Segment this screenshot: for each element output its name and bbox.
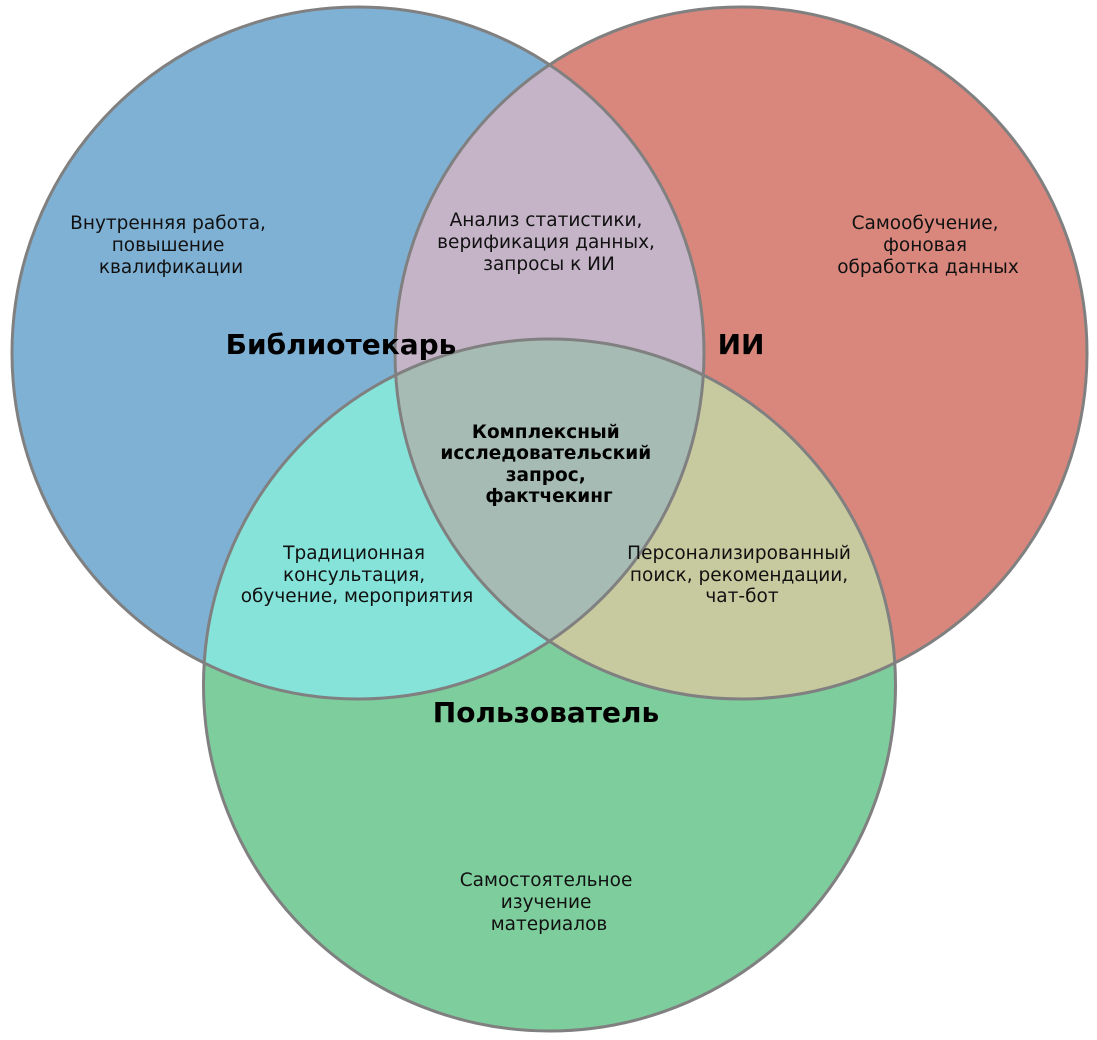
outline-librarian <box>10 5 706 701</box>
set-label-user: Пользователь <box>433 696 659 729</box>
region-text-ai-user: Персонализированный поиск, рекомендации,… <box>627 543 857 607</box>
region-text-user-only: Самостоятельное изучение материалов <box>460 870 639 935</box>
outline-user <box>202 337 897 1033</box>
region-text-all: Комплексный исследовательский запрос, фа… <box>440 422 657 507</box>
region-text-librarian-only: Внутренняя работа, повышение квалификаци… <box>70 213 272 278</box>
region-text-ai-only: Самообучение, фоновая обработка данных <box>837 213 1019 278</box>
region-text-librarian-ai: Анализ статистики, верификация данных, з… <box>437 210 661 275</box>
outline-ai <box>393 5 1089 701</box>
region-text-librarian-user: Традиционная консультация, обучение, мер… <box>241 543 474 607</box>
set-label-librarian: Библиотекарь <box>226 328 457 361</box>
set-label-ai: ИИ <box>718 328 765 361</box>
